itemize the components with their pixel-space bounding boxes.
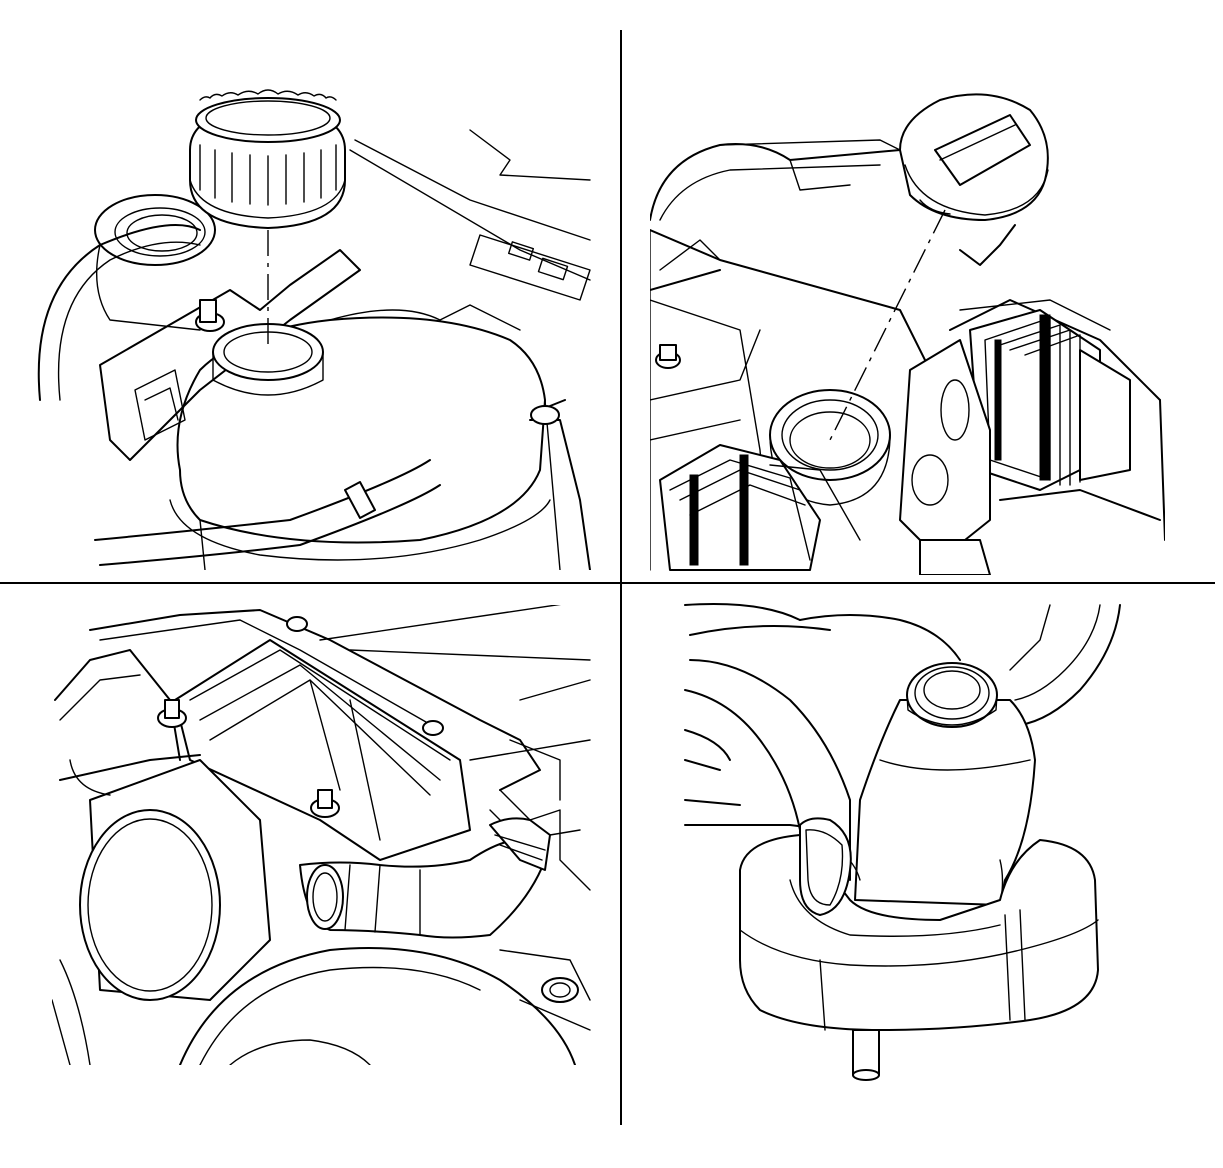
- panel-top-left: [37, 89, 591, 570]
- panel-top-right: [650, 93, 1165, 575]
- reservoir-cap: [189, 89, 346, 229]
- panel-bottom-left: [52, 605, 591, 1065]
- panel-bottom-right: [684, 603, 1121, 1081]
- fill-cap: [899, 93, 1049, 266]
